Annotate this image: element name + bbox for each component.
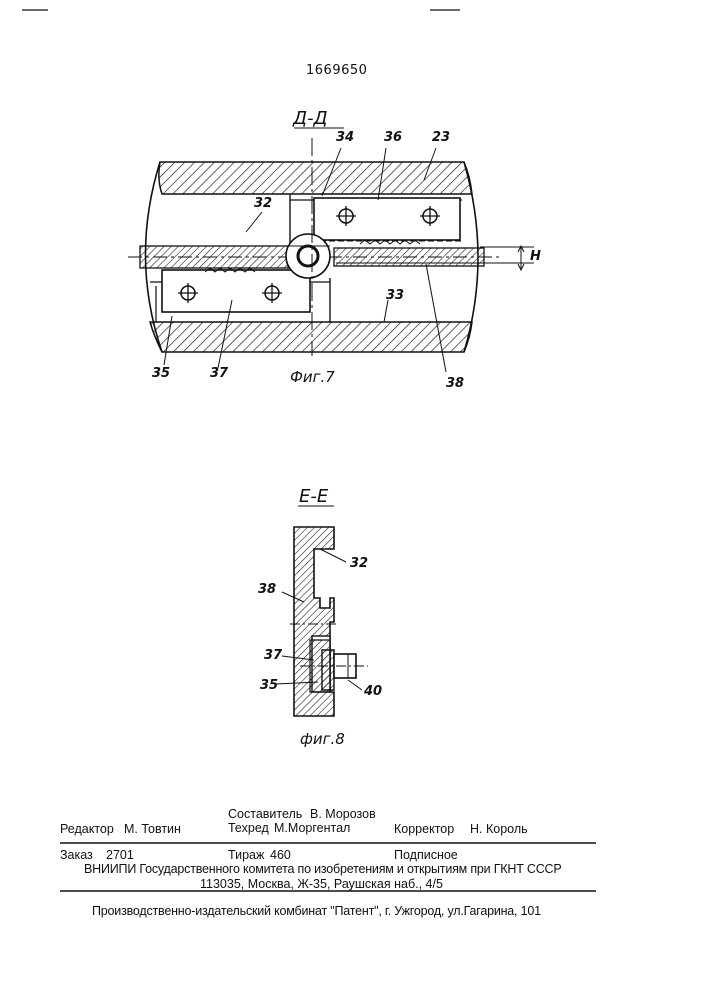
order-number: 2701: [106, 848, 134, 862]
clamp-36: [314, 198, 464, 244]
label-37: 37: [210, 366, 228, 381]
order-label: Заказ: [60, 848, 93, 862]
circulation-label: Тираж: [228, 848, 264, 862]
publisher-line: Производственно-издательский комбинат "П…: [92, 904, 541, 918]
circulation-number: 460: [270, 848, 291, 862]
label-35: 35: [152, 366, 170, 381]
fig8-label-40: 40: [364, 684, 382, 699]
label-34: 34: [336, 130, 354, 145]
fig8-label-35: 35: [260, 678, 278, 693]
pivot-boss: [286, 234, 330, 278]
dimension-h: [480, 246, 534, 270]
label-33: 33: [386, 288, 404, 303]
fig8-caption: фиг.8: [300, 730, 345, 748]
label-23: 23: [432, 130, 450, 145]
label-32: 32: [254, 196, 272, 211]
label-h: H: [530, 249, 541, 264]
bottom-wall-hatched: [150, 322, 472, 352]
label-38: 38: [446, 376, 464, 391]
address-line: 113035, Москва, Ж-35, Раушская наб., 4/5: [200, 877, 443, 891]
techred-name: М.Моргентал: [274, 821, 350, 835]
subscription-label: Подписное: [394, 848, 458, 862]
clamp-37: [162, 268, 310, 312]
fig8-label-37: 37: [264, 648, 282, 663]
vniipi-line: ВНИИПИ Государственного комитета по изоб…: [84, 862, 562, 876]
corrector-name: Н. Король: [470, 822, 528, 836]
fig7-caption: Фиг.7: [290, 368, 335, 386]
corrector-label: Корректор: [394, 822, 454, 836]
compiler-name: В. Морозов: [310, 807, 376, 821]
editor-label: Редактор: [60, 822, 114, 836]
fig8-label-38: 38: [258, 582, 276, 597]
editor-name: М. Товтин: [124, 822, 181, 836]
label-36: 36: [384, 130, 402, 145]
fig8-label-32: 32: [350, 556, 368, 571]
compiler-label: Составитель: [228, 807, 302, 821]
fig7-section-label: Д-Д: [293, 108, 328, 129]
techred-label: Техред: [228, 821, 269, 835]
fig8-section-label: E-E: [299, 486, 328, 507]
